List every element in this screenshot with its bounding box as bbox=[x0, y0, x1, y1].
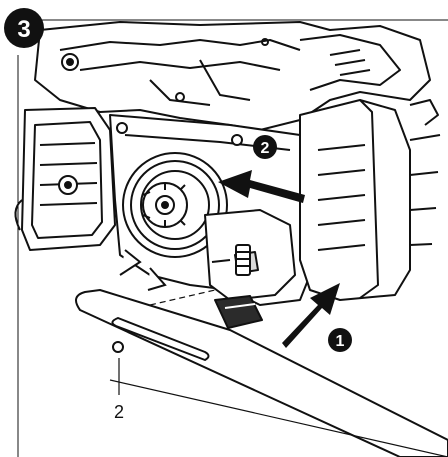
step-badge: 3 bbox=[4, 8, 44, 48]
callout-1-badge: 1 bbox=[328, 328, 352, 352]
alignment-dashed-line bbox=[149, 289, 216, 306]
saw-housing bbox=[34, 21, 431, 131]
callout-1-text: 1 bbox=[336, 333, 345, 350]
arrow-1 bbox=[282, 283, 340, 348]
callout-2-badge: 2 bbox=[253, 135, 277, 159]
side-cover bbox=[14, 107, 116, 251]
mounting-studs bbox=[235, 244, 251, 276]
drive-sprocket bbox=[119, 152, 228, 291]
guide-bar bbox=[75, 289, 448, 457]
part-label-text: 2 bbox=[114, 402, 124, 422]
callout-2-text: 2 bbox=[261, 140, 270, 157]
step-number-text: 3 bbox=[17, 16, 30, 43]
engine-block bbox=[299, 99, 441, 301]
arrow-2 bbox=[218, 170, 305, 203]
